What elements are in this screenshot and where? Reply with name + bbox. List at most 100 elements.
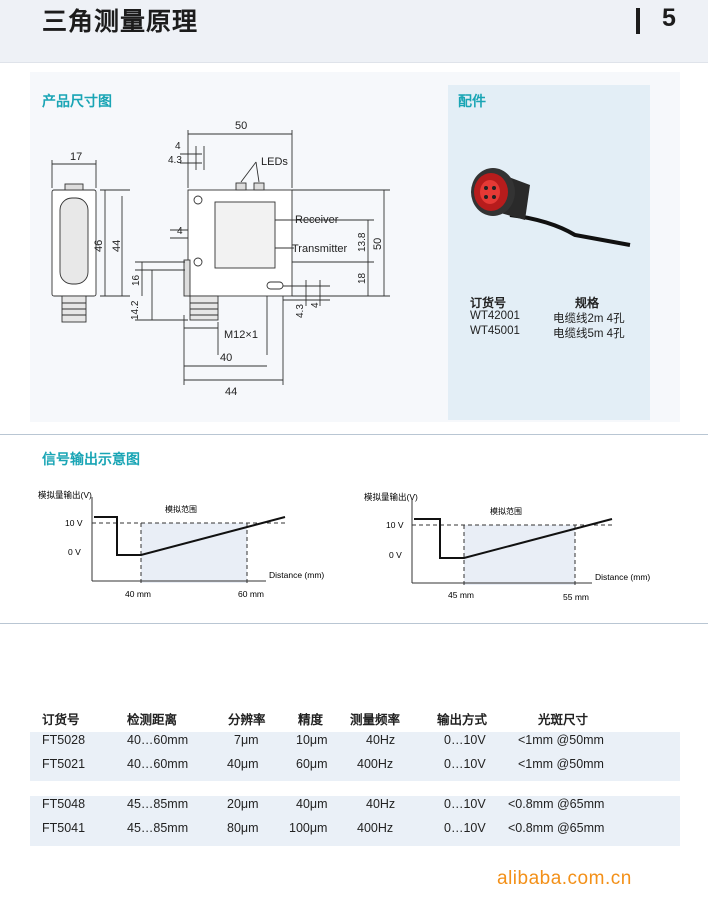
table-row-2-frequency: 400Hz (357, 757, 394, 771)
chart1-10v-label: 10 V (65, 518, 83, 528)
mount-slot (266, 281, 284, 290)
table-row-2-resolution: 40μm (227, 757, 259, 771)
table-header-output: 输出方式 (437, 713, 488, 727)
page-number-divider (636, 8, 640, 34)
dim-4-top: 4 (175, 141, 181, 152)
chart1-end-label: 60 mm (238, 589, 264, 599)
page-title: 三角测量原理 (42, 8, 199, 36)
transmitter-label: Transmitter (292, 243, 348, 255)
front-view-connector (189, 295, 219, 321)
chart1-start-label: 40 mm (125, 589, 151, 599)
signal-title: 信号输出示意图 (42, 451, 140, 467)
table-row-2-spot: <1mm @50mm (518, 757, 604, 771)
table-row-2-order: FT5021 (42, 757, 86, 771)
page-header (0, 0, 708, 63)
table-row-3-output: 0…10V (444, 797, 486, 811)
mount-hole-mid (193, 257, 203, 267)
accessories-panel (448, 85, 650, 420)
accessory-spec-1: 电缆线2m 4孔 (553, 313, 625, 325)
accessory-order-1: WT42001 (470, 310, 520, 322)
table-row-3-order: FT5048 (42, 797, 86, 811)
table-row-4-frequency: 400Hz (357, 821, 394, 835)
dim-46: 46 (93, 240, 105, 252)
mount-hole-top (193, 195, 203, 205)
table-header-frequency: 测量频率 (350, 713, 401, 727)
section-divider-2 (0, 623, 708, 624)
table-row-1-accuracy: 10μm (296, 733, 328, 747)
chart2-y-axis-label: 模拟量输出(V) (364, 492, 418, 502)
table-row-1-range: 40…60mm (127, 733, 189, 747)
receiver-window (214, 201, 276, 269)
accessories-order-header: 订货号 (470, 296, 507, 310)
table-row-4-output: 0…10V (444, 821, 486, 835)
dim-40: 40 (220, 352, 232, 364)
table-row-4-order: FT5041 (42, 821, 86, 835)
signal-curve-2 (414, 518, 613, 559)
table-group-band-1 (30, 732, 680, 781)
thread-label: M12×1 (224, 329, 258, 341)
dim-14-2: 14.2 (130, 300, 141, 320)
table-row-3-spot: <0.8mm @65mm (508, 797, 605, 811)
table-row-4-range: 45…85mm (127, 821, 189, 835)
chart1-0v-label: 0 V (68, 547, 81, 557)
table-row-3-range: 45…85mm (127, 797, 189, 811)
chart2-end-label: 55 mm (563, 592, 589, 602)
dim-4-mid: 4 (177, 226, 183, 237)
dimension-drawing: 17 50 4 4.3 LEDs Receiver Transmitter 4 … (51, 120, 390, 398)
table-row-2-accuracy: 60μm (296, 757, 328, 771)
table-row-1-frequency: 40Hz (366, 733, 396, 747)
dim-4-3-top: 4.3 (168, 155, 182, 166)
table-row-1-resolution: 7μm (234, 733, 259, 747)
accessory-order-2: WT45001 (470, 325, 520, 337)
side-view-window (59, 197, 89, 285)
chart1-y-axis-label: 模拟量输出(V) (38, 490, 92, 500)
signal-curve-1 (94, 516, 286, 556)
table-row-2-range: 40…60mm (127, 757, 189, 771)
chart2-range-label: 模拟范围 (490, 506, 522, 516)
dim-44-width: 44 (225, 386, 237, 398)
side-view-led (64, 183, 84, 191)
dim-44-height: 44 (111, 240, 123, 252)
dim-17: 17 (70, 151, 82, 163)
dim-13-8: 13.8 (357, 232, 368, 252)
table-row-1-order: FT5028 (42, 733, 86, 747)
leds-label: LEDs (261, 156, 288, 168)
table-row-2-output: 0…10V (444, 757, 486, 771)
table-header-range: 检测距离 (127, 713, 178, 727)
table-row-4-accuracy: 100μm (289, 821, 328, 835)
dim-4-3-bottom: 4.3 (295, 304, 306, 318)
table-row-1-spot: <1mm @50mm (518, 733, 604, 747)
table-row-3-frequency: 40Hz (366, 797, 396, 811)
cable-connector-image (471, 168, 631, 247)
table-row-4-spot: <0.8mm @65mm (508, 821, 605, 835)
watermark: alibaba.com.cn (497, 868, 632, 889)
accessories-spec-header: 规格 (575, 296, 600, 310)
dimensions-title: 产品尺寸图 (42, 93, 112, 109)
accessories-title: 配件 (458, 93, 486, 109)
table-header-order: 订货号 (42, 713, 80, 727)
page-number: 5 (662, 4, 676, 32)
dim-18: 18 (357, 272, 368, 284)
accessory-spec-2: 电缆线5m 4孔 (553, 328, 625, 340)
chart1-x-axis-label: Distance (mm) (269, 570, 324, 580)
table-row-3-accuracy: 40μm (296, 797, 328, 811)
dim-16: 16 (131, 274, 142, 286)
table-group-band-2 (30, 796, 680, 846)
chart2-start-label: 45 mm (448, 590, 474, 600)
receiver-label: Receiver (295, 214, 339, 226)
table-row-1-output: 0…10V (444, 733, 486, 747)
table-row-4-resolution: 80μm (227, 821, 259, 835)
dim-4-bottom: 4 (310, 302, 321, 308)
section-divider-1 (0, 434, 708, 435)
table-header-resolution: 分辨率 (228, 713, 266, 727)
signal-chart-2: 模拟量输出(V) 模拟范围 10 V 0 V Distance (mm) 45 … (364, 492, 650, 602)
dim-50-width: 50 (235, 120, 247, 132)
dim-50-height: 50 (372, 238, 384, 250)
chart2-x-axis-label: Distance (mm) (595, 572, 650, 582)
chart2-10v-label: 10 V (386, 520, 404, 530)
table-header-accuracy: 精度 (298, 713, 324, 727)
chart2-0v-label: 0 V (389, 550, 402, 560)
chart1-range-label: 模拟范围 (165, 504, 197, 514)
signal-chart-1: 模拟量输出(V) 模拟范围 10 V 0 V Distance (mm) 40 … (38, 490, 324, 599)
table-header-spot: 光斑尺寸 (538, 713, 589, 727)
